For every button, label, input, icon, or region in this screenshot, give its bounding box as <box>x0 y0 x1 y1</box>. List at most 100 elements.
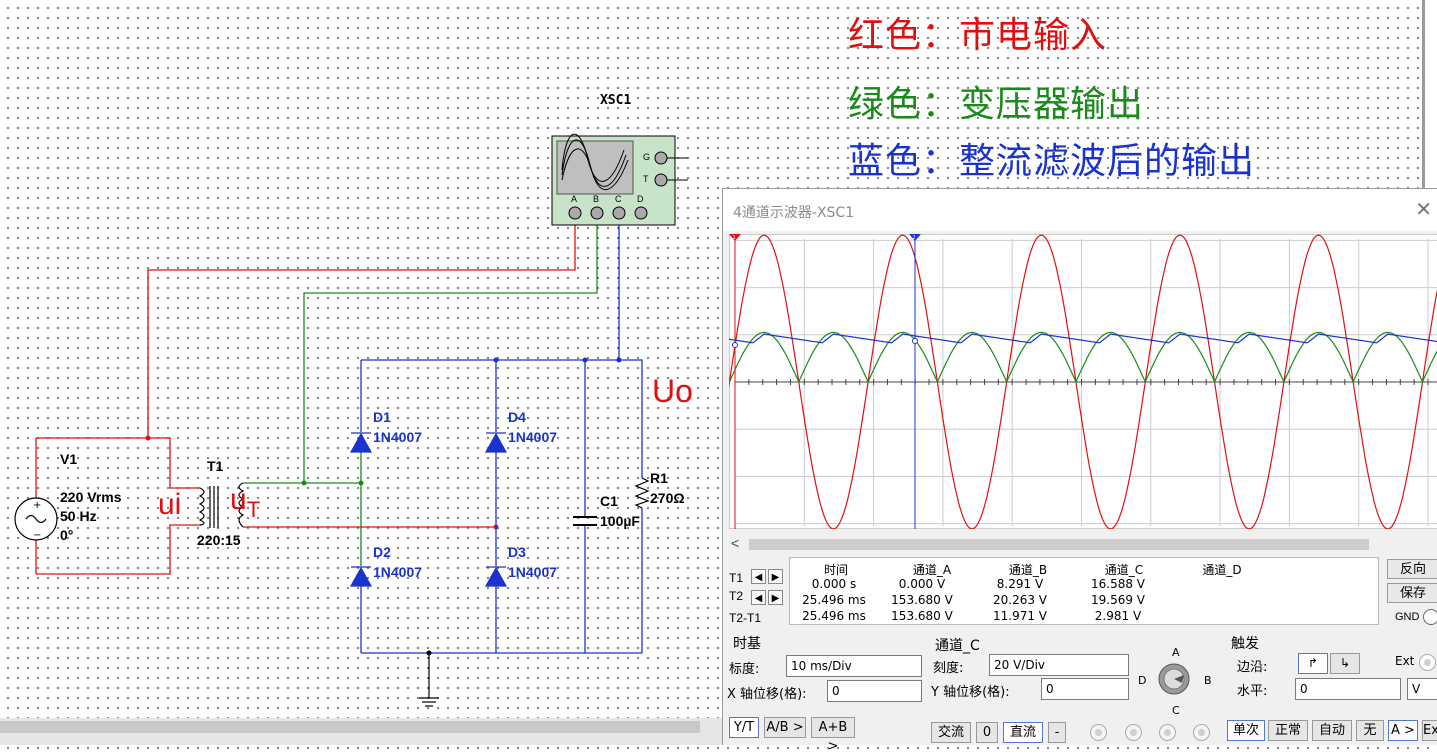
ui-label: ui <box>158 488 182 521</box>
legend-red: 红色：市电输入 <box>848 15 1108 56</box>
scope-titlebar[interactable]: 4通道示波器-XSC1 ✕ <box>723 189 1437 231</box>
edge-falling-icon[interactable]: ↳ <box>1330 653 1360 674</box>
transformer-ratio-label: 220:15 <box>197 532 241 548</box>
coupling-minus-button[interactable]: - <box>1048 722 1066 743</box>
channel-radio-4[interactable] <box>1193 724 1210 741</box>
diode-d1-symbol[interactable] <box>349 432 373 453</box>
row-label-t2: T2 <box>729 589 744 603</box>
legend-green: 绿色：变压器输出 <box>848 84 1145 125</box>
transformer-symbol[interactable] <box>198 482 245 528</box>
coupling-dc-button[interactable]: 直流 <box>1003 722 1043 743</box>
y-position-label: Y 轴位移(格): <box>931 685 1010 700</box>
x-position-input[interactable]: 0 <box>827 680 922 702</box>
trigger-normal-button[interactable]: 正常 <box>1268 720 1308 741</box>
channel-title: 通道_C <box>935 638 980 654</box>
trigger-level-unit[interactable]: V <box>1407 678 1437 700</box>
trigger-ext-label: Ext <box>1395 654 1415 668</box>
t1-left-arrow-icon[interactable]: ◀ <box>751 569 766 584</box>
t1-right-arrow-icon[interactable]: ▶ <box>768 569 783 584</box>
ac-source-symbol[interactable]: + − <box>14 497 58 541</box>
oscilloscope-window: 4通道示波器-XSC1 ✕ 1 2 < T1 T2 T2-T1 ◀ ▶ ◀ ▶ … <box>722 188 1437 754</box>
cell-t2-b: 20.263 V <box>992 593 1047 607</box>
channel-radio-1[interactable] <box>1090 724 1107 741</box>
gnd-label: GND <box>1395 611 1420 623</box>
trigger-ext-radio[interactable] <box>1419 654 1436 671</box>
ut-label-sub: T <box>246 497 261 522</box>
scope-screen[interactable]: 1 2 <box>729 234 1437 529</box>
trigger-title: 触发 <box>1231 636 1259 652</box>
cursor-t2-marker[interactable] <box>909 234 921 241</box>
edge-rising-icon[interactable]: ↱ <box>1298 653 1328 674</box>
close-icon[interactable]: ✕ <box>1415 199 1432 221</box>
source-freq-label: 50 Hz <box>60 508 97 524</box>
resistor-symbol[interactable] <box>634 477 650 509</box>
diode-d4-symbol[interactable] <box>484 432 508 453</box>
cell-diff-c: 2.981 V <box>1094 609 1142 623</box>
knob-label-c: C <box>1172 704 1180 717</box>
cursor-readout-panel: T1 T2 T2-T1 ◀ ▶ ◀ ▶ 时间 通道_A 通道_B 通道_C 通道… <box>723 555 1437 627</box>
ut-label-main: u <box>230 483 247 516</box>
capacitor-symbol[interactable] <box>573 516 597 526</box>
diode-d1-part: 1N4007 <box>373 429 423 445</box>
cursor-t1-marker[interactable] <box>729 234 741 241</box>
ut-label: uT <box>230 483 260 523</box>
x-position-label: X 轴位移(格): <box>727 687 807 702</box>
green-wires <box>243 225 598 566</box>
cell-t1-b: 8.291 V <box>996 577 1044 591</box>
save-button[interactable]: 保存 <box>1387 583 1437 603</box>
svg-text:−: − <box>33 530 41 541</box>
capacitor-ref-label: C1 <box>600 493 618 509</box>
trigger-edge-label: 边沿: <box>1237 660 1268 675</box>
scope-horizontal-scrollbar[interactable]: < <box>725 535 1437 553</box>
blue-wires <box>360 225 643 654</box>
diode-d2-symbol[interactable] <box>349 566 373 587</box>
uo-label: Uo <box>652 373 693 409</box>
coupling-ac-button[interactable]: 交流 <box>931 722 971 743</box>
capacitor-value-label: 100µF <box>600 513 640 529</box>
channel-radio-2[interactable] <box>1125 724 1142 741</box>
t2-left-arrow-icon[interactable]: ◀ <box>751 590 766 605</box>
scope-port-g-label: G <box>643 152 651 162</box>
channel-scale-input[interactable]: 20 V/Div <box>989 654 1129 676</box>
scroll-left-icon[interactable]: < <box>731 535 740 551</box>
timebase-scale-input[interactable]: 10 ms/Div <box>786 655 922 677</box>
col-header-b: 通道_B <box>1008 563 1048 577</box>
resistor-ref-label: R1 <box>650 470 668 486</box>
trigger-auto-button[interactable]: 自动 <box>1312 720 1352 741</box>
waveform-red <box>729 234 1437 529</box>
channel-selector-knob[interactable] <box>1156 661 1192 697</box>
ground-symbol <box>419 653 439 707</box>
t2-right-arrow-icon[interactable]: ▶ <box>768 590 783 605</box>
gnd-terminal[interactable] <box>1423 609 1437 625</box>
col-header-a: 通道_A <box>912 563 952 577</box>
diode-d3-symbol[interactable] <box>484 566 508 587</box>
workspace-horizontal-scrollbar[interactable] <box>0 718 722 745</box>
row-label-t2-t1: T2-T1 <box>729 611 762 625</box>
svg-text:+: + <box>33 500 41 511</box>
red-input-wires <box>35 225 576 575</box>
scope-grid <box>734 239 1437 526</box>
reverse-button[interactable]: 反向 <box>1387 559 1437 579</box>
y-position-input[interactable]: 0 <box>1041 678 1129 700</box>
waveform-blue <box>729 333 1437 344</box>
diode-d4-ref: D4 <box>508 409 526 425</box>
timebase-title: 时基 <box>733 636 761 652</box>
mode-yt-button[interactable]: Y/T <box>729 717 759 738</box>
channel-radio-3[interactable] <box>1159 724 1176 741</box>
trigger-single-button[interactable]: 单次 <box>1227 720 1265 741</box>
trigger-source-ext-button[interactable]: Ext <box>1422 720 1437 741</box>
trigger-level-input[interactable]: 0 <box>1295 678 1401 700</box>
oscilloscope-instrument[interactable] <box>551 133 688 226</box>
cursor-t2-marker-label: 2 <box>913 235 916 241</box>
scroll-track[interactable] <box>749 539 1369 550</box>
mode-a-plus-b-button[interactable]: A+B > <box>811 717 855 754</box>
cursor-t1-marker-label: 1 <box>733 235 736 241</box>
knob-label-b: B <box>1204 674 1212 687</box>
mode-ab-button[interactable]: A/B > <box>764 717 806 738</box>
trigger-level-label: 水平: <box>1237 684 1268 699</box>
coupling-zero-button[interactable]: 0 <box>976 722 998 743</box>
trigger-source-a-button[interactable]: A > <box>1388 720 1418 741</box>
source-ref-label: V1 <box>60 451 78 467</box>
trigger-none-button[interactable]: 无 <box>1356 720 1384 741</box>
